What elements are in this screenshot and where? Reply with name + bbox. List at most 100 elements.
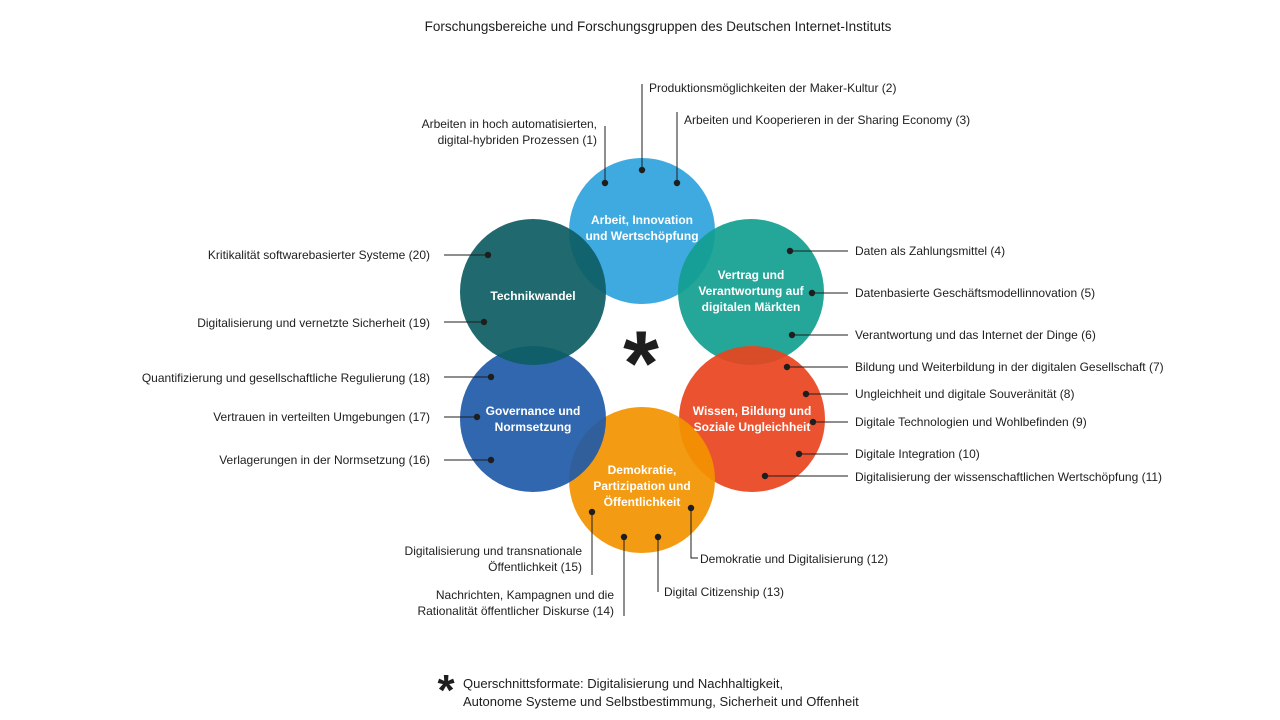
- area-labels: Arbeit, Innovation und Wertschöpfung Vert…: [486, 213, 812, 509]
- research-group-label-12: Demokratie und Digitalisierung (12): [700, 552, 888, 566]
- research-group-label-7: Bildung und Weiterbildung in der digital…: [855, 360, 1164, 374]
- leader-dot-10: [795, 450, 803, 458]
- research-group-label-line: Verantwortung und das Internet der Dinge…: [855, 328, 1096, 342]
- research-group-label-line: Digitalisierung und vernetzte Sicherheit…: [197, 316, 430, 330]
- area-circles: [460, 158, 825, 553]
- research-group-label-1: Arbeiten in hoch automatisierten, digital…: [422, 117, 597, 147]
- leader-dot-14: [620, 533, 628, 541]
- area-label-line: Normsetzung: [495, 420, 572, 434]
- research-group-label-4: Daten als Zahlungsmittel (4): [855, 244, 1005, 258]
- research-group-labels: Arbeiten in hoch automatisierten, digital…: [142, 81, 1164, 618]
- research-group-label-line: Vertrauen in verteilten Umgebungen (17): [213, 410, 430, 424]
- area-label-line: digitalen Märkten: [702, 300, 801, 314]
- research-group-label-line: Kritikalität softwarebasierter Systeme (…: [208, 248, 430, 262]
- research-group-label-line: Demokratie und Digitalisierung (12): [700, 552, 888, 566]
- research-group-label-line: Arbeiten und Kooperieren in der Sharing …: [684, 113, 970, 127]
- area-label-line: Vertrag und: [718, 268, 785, 282]
- leader-dot-18: [487, 373, 495, 381]
- leader-dot-11: [761, 472, 769, 480]
- area-label-line: Verantwortung auf: [698, 284, 804, 298]
- leader-dot-8: [802, 390, 810, 398]
- research-group-label-3: Arbeiten und Kooperieren in der Sharing …: [684, 113, 970, 127]
- research-group-label-line: Produktionsmöglichkeiten der Maker-Kultu…: [649, 81, 896, 95]
- leader-dot-1: [601, 179, 609, 187]
- research-group-label-line: Öffentlichkeit (15): [488, 560, 582, 574]
- area-label-line: Wissen, Bildung und: [693, 404, 812, 418]
- research-group-label-2: Produktionsmöglichkeiten der Maker-Kultu…: [649, 81, 896, 95]
- research-group-label-line: Digitale Technologien und Wohlbefinden (…: [855, 415, 1087, 429]
- leader-dot-7: [783, 363, 791, 371]
- research-group-label-line: Bildung und Weiterbildung in der digital…: [855, 360, 1164, 374]
- research-group-label-20: Kritikalität softwarebasierter Systeme (…: [208, 248, 430, 262]
- leader-dot-12: [687, 504, 695, 512]
- research-group-label-11: Digitalisierung der wissenschaftlichen W…: [855, 470, 1162, 484]
- research-group-label-line: Datenbasierte Geschäftsmodellinnovation …: [855, 286, 1095, 300]
- area-label-line: und Wertschöpfung: [585, 229, 698, 243]
- research-group-label-17: Vertrauen in verteilten Umgebungen (17): [213, 410, 430, 424]
- leader-dot-17: [473, 413, 481, 421]
- leader-dot-16: [487, 456, 495, 464]
- leader-dot-2: [638, 166, 646, 174]
- research-group-label-line: Rationalität öffentlicher Diskurse (14): [417, 604, 614, 618]
- area-circle-technik: [460, 219, 606, 365]
- legend: * Querschnittsformate: Digitalisierung u…: [437, 666, 859, 715]
- area-circle-wissen: [679, 346, 825, 492]
- leader-dot-19: [480, 318, 488, 326]
- area-label-line: Öffentlichkeit: [604, 494, 681, 509]
- research-group-label-9: Digitale Technologien und Wohlbefinden (…: [855, 415, 1087, 429]
- research-group-label-16: Verlagerungen in der Normsetzung (16): [219, 453, 430, 467]
- leader-lines: [444, 84, 848, 616]
- research-group-label-line: digital-hybriden Prozessen (1): [438, 133, 597, 147]
- leader-dot-3: [673, 179, 681, 187]
- research-group-label-line: Quantifizierung und gesellschaftliche Re…: [142, 371, 430, 385]
- research-group-label-line: Arbeiten in hoch automatisierten,: [422, 117, 597, 131]
- research-group-label-18: Quantifizierung und gesellschaftliche Re…: [142, 371, 430, 385]
- legend-text: Querschnittsformate: Digitalisierung und…: [463, 676, 859, 709]
- area-circle-governance: [460, 346, 606, 492]
- legend-text-line: Querschnittsformate: Digitalisierung und…: [463, 676, 783, 691]
- leader-dot-5: [808, 289, 816, 297]
- research-group-label-line: Daten als Zahlungsmittel (4): [855, 244, 1005, 258]
- research-group-label-line: Digital Citizenship (13): [664, 585, 784, 599]
- research-group-label-5: Datenbasierte Geschäftsmodellinnovation …: [855, 286, 1095, 300]
- leader-line-12: [690, 508, 698, 559]
- research-group-label-19: Digitalisierung und vernetzte Sicherheit…: [197, 316, 430, 330]
- research-group-label-line: Ungleichheit und digitale Souveränität (…: [855, 387, 1074, 401]
- area-label-line: Partizipation und: [593, 479, 690, 493]
- area-label-line: Governance und: [486, 404, 581, 418]
- research-group-label-line: Verlagerungen in der Normsetzung (16): [219, 453, 430, 467]
- leader-dot-15: [588, 508, 596, 516]
- research-group-label-line: Digitalisierung und transnationale: [405, 544, 583, 558]
- area-circle-demokratie: [569, 407, 715, 553]
- area-label-line: Technikwandel: [490, 289, 575, 303]
- leader-dot-4: [786, 247, 794, 255]
- area-label-line: Soziale Ungleichheit: [694, 420, 811, 434]
- research-group-label-line: Digitale Integration (10): [855, 447, 980, 461]
- research-group-label-10: Digitale Integration (10): [855, 447, 980, 461]
- legend-text-line: Autonome Systeme und Selbstbestimmung, S…: [463, 694, 859, 709]
- area-label-technik: Technikwandel: [490, 289, 575, 303]
- leader-dot-13: [654, 533, 662, 541]
- leader-dot-9: [809, 418, 817, 426]
- research-group-label-line: Digitalisierung der wissenschaftlichen W…: [855, 470, 1162, 484]
- research-group-label-line: Nachrichten, Kampagnen und die: [436, 588, 614, 602]
- area-circle-arbeit: [569, 158, 715, 304]
- page-title: Forschungsbereiche und Forschungsgruppen…: [425, 19, 892, 34]
- research-group-label-8: Ungleichheit und digitale Souveränität (…: [855, 387, 1074, 401]
- area-label-line: Demokratie,: [608, 463, 677, 477]
- research-group-label-6: Verantwortung und das Internet der Dinge…: [855, 328, 1096, 342]
- leader-dot-20: [484, 251, 492, 259]
- research-group-label-13: Digital Citizenship (13): [664, 585, 784, 599]
- center-asterisk-icon: *: [623, 313, 659, 415]
- area-label-line: Arbeit, Innovation: [591, 213, 693, 227]
- legend-asterisk-icon: *: [437, 666, 455, 715]
- area-circle-vertrag: [678, 219, 824, 365]
- leader-dot-6: [788, 331, 796, 339]
